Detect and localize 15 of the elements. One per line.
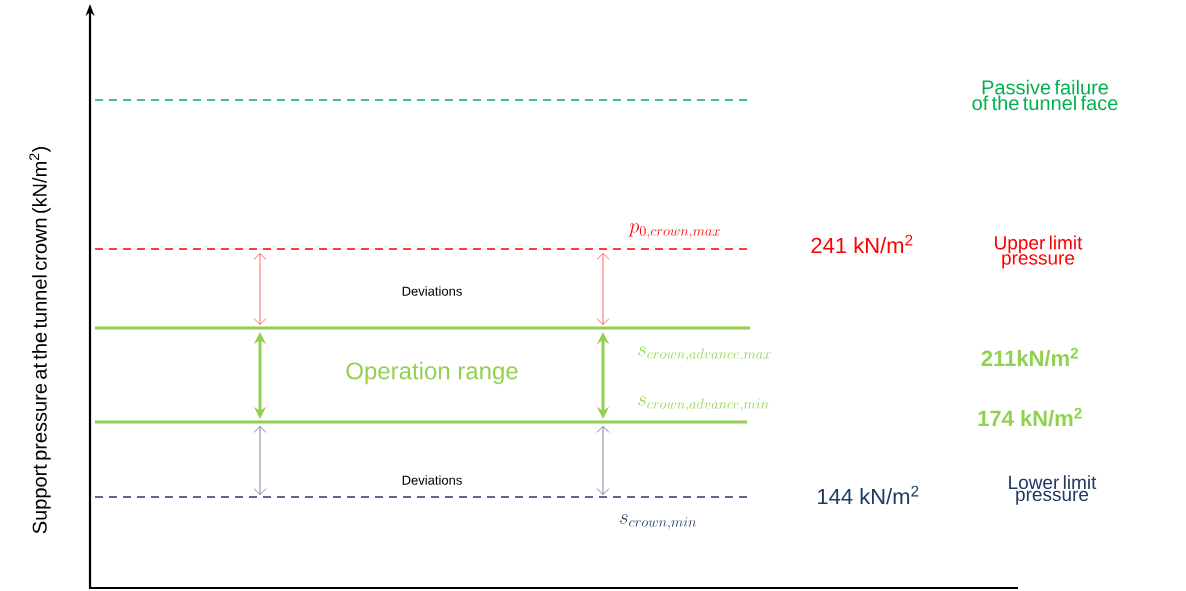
text-label: 241 kN/m$^{2}$ <box>811 234 913 254</box>
axis-title: Support pressure at the tunnel crown (kN/m$^{2}$) <box>29 147 51 534</box>
value-label: 211kN/m$^{2}$ <box>981 347 1079 367</box>
text-label: Upper limit pressure <box>995 235 1083 269</box>
text-label: Deviations <box>402 475 462 485</box>
text-label: Passive failure of the tunnel face <box>972 79 1118 111</box>
text-label: Operation range <box>346 361 518 385</box>
text-label: Deviations <box>402 286 462 296</box>
value-label: 174 kN/m$^{2}$ <box>978 407 1082 427</box>
formula-label: $s_{crown,advance,max}$ <box>638 346 771 362</box>
text-label: 144 kN/m$^{2}$ <box>818 485 919 505</box>
formula-label: $s_{crown,min}$ <box>620 514 696 530</box>
formula-label: $p_{0,crown,max}$ <box>628 223 720 239</box>
text-label: Lower limit pressure <box>1009 475 1097 505</box>
formula-label: $s_{crown,advance,min}$ <box>638 396 769 412</box>
